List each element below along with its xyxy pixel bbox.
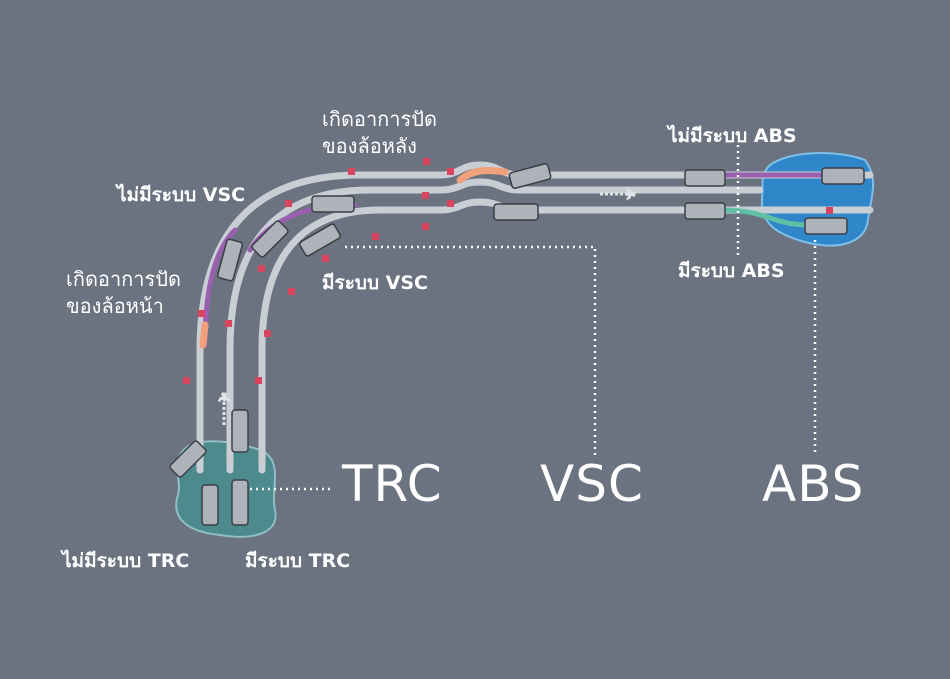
road-lane-middle (226, 178, 764, 474)
cone-markers (183, 158, 833, 384)
label-front-skid: เกิดอาการปัด ของล้อหน้า (66, 266, 181, 320)
label-with-trc: มีระบบ TRC (245, 550, 351, 572)
system-title-abs: ABS (762, 455, 865, 513)
label-line: เกิดอาการปัด (66, 267, 181, 291)
label-line: ของล้อหลัง (322, 134, 417, 158)
vehicles (169, 163, 865, 526)
skid-trail-front-highlight (199, 321, 209, 349)
label-line: เกิดอาการปัด (322, 107, 437, 131)
label-rear-skid: เกิดอาการปัด ของล้อหลัง (322, 106, 437, 160)
system-title-trc: TRC (342, 455, 443, 513)
direction-arrow-icon (600, 187, 640, 201)
system-title-vsc: VSC (540, 455, 644, 513)
road-lane-inner (258, 198, 874, 474)
label-with-vsc: มีระบบ VSC (322, 272, 429, 294)
direction-arrow-up-icon (217, 388, 231, 425)
label-without-abs: ไม่มีระบบ ABS (668, 125, 797, 147)
abs-with-trail (717, 207, 813, 228)
label-line: ของล้อหน้า (66, 294, 164, 318)
label-with-abs: มีระบบ ABS (678, 260, 785, 282)
label-without-trc: ไม่มีระบบ TRC (62, 550, 190, 572)
skid-trail-rear-highlight (456, 166, 509, 184)
label-without-vsc: ไม่มีระบบ VSC (117, 184, 246, 206)
